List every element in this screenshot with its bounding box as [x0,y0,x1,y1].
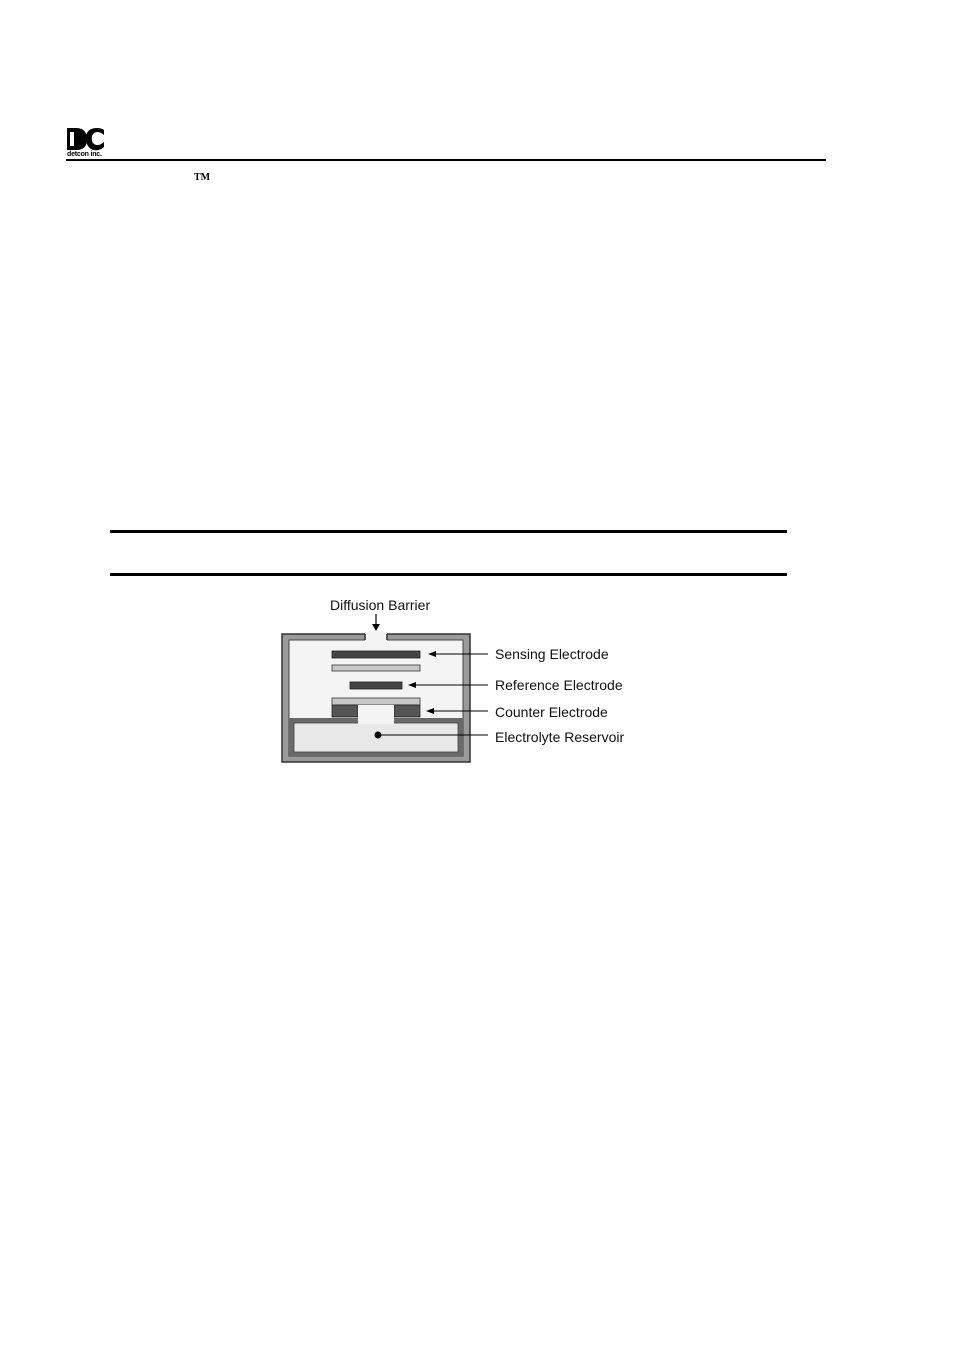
reference-electrode-label: Reference Electrode [495,677,623,693]
trademark-symbol: TM [194,172,211,183]
header-rule [66,159,826,161]
diffusion-barrier-label: Diffusion Barrier [330,597,430,613]
electrolyte-reservoir-label: Electrolyte Reservoir [495,729,624,745]
reference-electrode [349,681,403,690]
counter-electrode-label: Counter Electrode [495,704,608,720]
counter-electrode-left [331,704,359,718]
section-rule-top [110,530,787,533]
logo-text: detcon inc. [67,151,102,158]
membrane-layer [331,664,421,672]
detcon-logo [67,128,104,151]
sensing-electrode [331,650,421,659]
sensing-electrode-label: Sensing Electrode [495,646,609,662]
counter-electrode-right [393,704,421,718]
counter-electrode-top [331,697,421,706]
diffusion-barrier [365,632,387,641]
section-rule-bottom [110,573,787,576]
reservoir-dot [374,731,382,739]
sensor-diagram: Diffusion Barrier Sensing Electrode Refe… [281,597,624,763]
